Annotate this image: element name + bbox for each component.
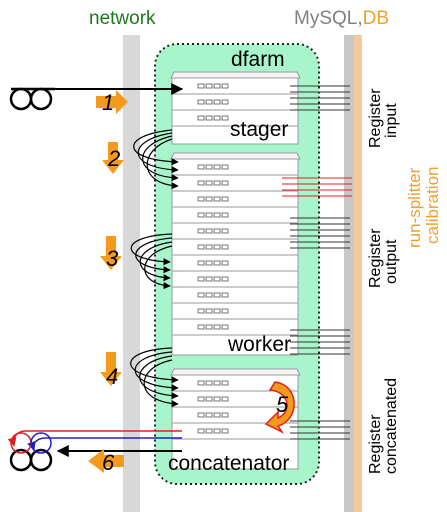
step-5-label: 5 xyxy=(276,392,289,417)
step-3-label: 3 xyxy=(106,246,119,271)
db-links-output xyxy=(290,217,350,249)
calibration-label: run-splitter calibration xyxy=(405,163,442,248)
dfarm-title: dfarm xyxy=(231,48,285,71)
db-header: DB xyxy=(363,8,389,29)
db-links-calibration xyxy=(282,177,352,197)
mysql-header: MySQL xyxy=(294,8,357,29)
register-output-label: Register output xyxy=(367,224,400,288)
step-1-label: 1 xyxy=(102,90,114,115)
db-links-worker xyxy=(290,329,350,355)
step2-orange-arrow xyxy=(102,142,124,174)
svg-text:MySQL,DB: MySQL,DB xyxy=(294,8,389,29)
network-bar xyxy=(123,35,140,512)
step-6-label: 6 xyxy=(102,450,115,475)
register-input-label: Register input xyxy=(367,84,400,148)
input-tape-reel-icon xyxy=(9,87,55,111)
step2-arrows xyxy=(133,129,179,190)
step1-orange-arrow xyxy=(96,90,128,114)
step5-cycle-arrow-icon xyxy=(264,381,295,434)
concatenator-label: concatenator xyxy=(168,452,289,475)
mysql-bar xyxy=(344,35,354,512)
register-concatenated-label: Register concatenated xyxy=(367,378,400,474)
output-tape-reel-icon xyxy=(9,432,53,472)
worker-label: worker xyxy=(227,333,291,356)
concatenator-server-rack-icon xyxy=(170,368,301,470)
worker-server-rack-icon xyxy=(170,152,301,356)
header-comma: , xyxy=(357,8,362,29)
step-4-label: 4 xyxy=(106,364,118,389)
step6-orange-arrow xyxy=(88,449,124,473)
db-links-input xyxy=(290,85,350,111)
step4-arrows xyxy=(130,347,179,408)
stager-server-rack-icon xyxy=(170,71,301,145)
output-blue-arrow xyxy=(27,437,182,451)
db-links-concatenated xyxy=(290,420,350,440)
step-2-label: 2 xyxy=(107,146,120,171)
step3-orange-arrow xyxy=(100,236,122,270)
stager-label: stager xyxy=(230,118,288,141)
step3-arrows xyxy=(130,233,173,290)
db-bar xyxy=(354,35,362,512)
network-header: network xyxy=(89,8,156,29)
step4-orange-arrow xyxy=(100,352,122,386)
